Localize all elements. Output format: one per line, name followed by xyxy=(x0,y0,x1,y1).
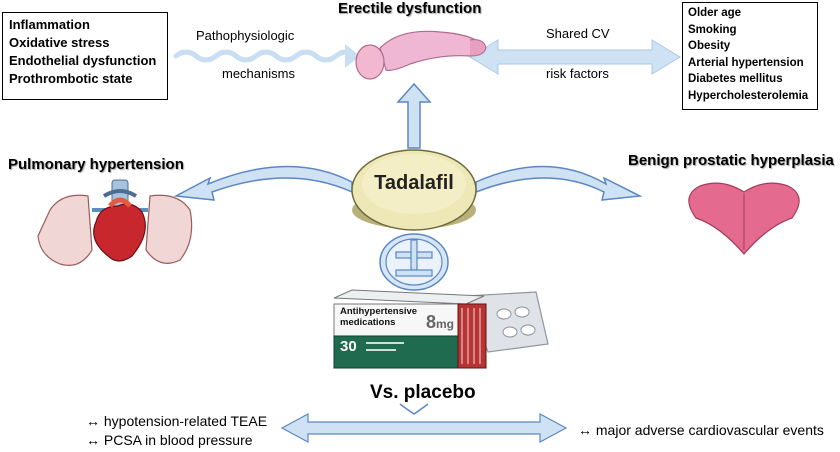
risk-factor-item: Hypercholesterolemia xyxy=(688,89,809,102)
pulmonary-hypertension-title: Pulmonary hypertension xyxy=(8,156,184,173)
medication-box xyxy=(333,289,487,369)
dose-unit: mg xyxy=(436,317,455,331)
outcome-blood-pressure: ↔ PCSA in blood pressure xyxy=(86,432,253,448)
curved-arrow-right xyxy=(475,165,643,201)
risk-factor-item: Arterial hypertension xyxy=(688,56,804,69)
pathophysiologic-label: Pathophysiologic xyxy=(196,28,295,43)
up-arrow xyxy=(396,82,432,149)
bph-title: Benign prostatic hyperplasia xyxy=(628,152,834,169)
medication-dose: 8mg xyxy=(426,312,454,333)
plus-minus-icon xyxy=(379,233,449,291)
risk-factor-item: Diabetes mellitus xyxy=(688,73,783,85)
mechanism-item: Prothrombotic state xyxy=(9,71,133,86)
pill-count: 30 xyxy=(340,338,357,355)
medication-name-line1: Antihypertensive xyxy=(340,306,418,317)
mechanism-item: Endothelial dysfunction xyxy=(9,53,157,68)
lungs-heart-illustration xyxy=(37,179,193,266)
double-arrow-shared-risk xyxy=(469,39,681,75)
mechanisms-box: Inflammation Oxidative stress Endothelia… xyxy=(2,12,168,100)
tadalafil-pill xyxy=(351,149,477,231)
bottom-double-arrow xyxy=(280,412,568,444)
vs-placebo-label: Vs. placebo xyxy=(370,382,476,403)
outcome-hypotension: ↔ hypotension-related TEAE xyxy=(86,413,268,429)
wavy-arrow xyxy=(173,49,359,63)
medication-name: Antihypertensive medications xyxy=(340,306,417,328)
mechanism-item: Oxidative stress xyxy=(9,35,110,50)
risk-factors-box: Older age Smoking Obesity Arterial hyper… xyxy=(682,2,818,110)
wavy-arrow-head xyxy=(345,44,360,68)
outcome-mace: ↔ major adverse cardiovascular events xyxy=(578,422,824,438)
curved-arrow-left xyxy=(173,165,353,201)
risk-factor-item: Smoking xyxy=(688,23,737,36)
dose-number: 8 xyxy=(426,312,437,332)
tadalafil-label: Tadalafil xyxy=(374,172,454,194)
risk-factors-label: risk factors xyxy=(546,66,609,81)
shared-cv-label: Shared CV xyxy=(546,26,610,41)
erectile-dysfunction-title: Erectile dysfunction xyxy=(338,0,482,17)
risk-factor-item: Obesity xyxy=(688,40,731,52)
medication-name-line2: medications xyxy=(340,317,396,328)
bottom-brace xyxy=(399,403,429,415)
mechanisms-label: mechanisms xyxy=(222,66,295,81)
risk-factor-item: Older age xyxy=(688,7,742,19)
mechanism-item: Inflammation xyxy=(9,17,90,32)
erectile-organ-illustration xyxy=(355,30,487,80)
